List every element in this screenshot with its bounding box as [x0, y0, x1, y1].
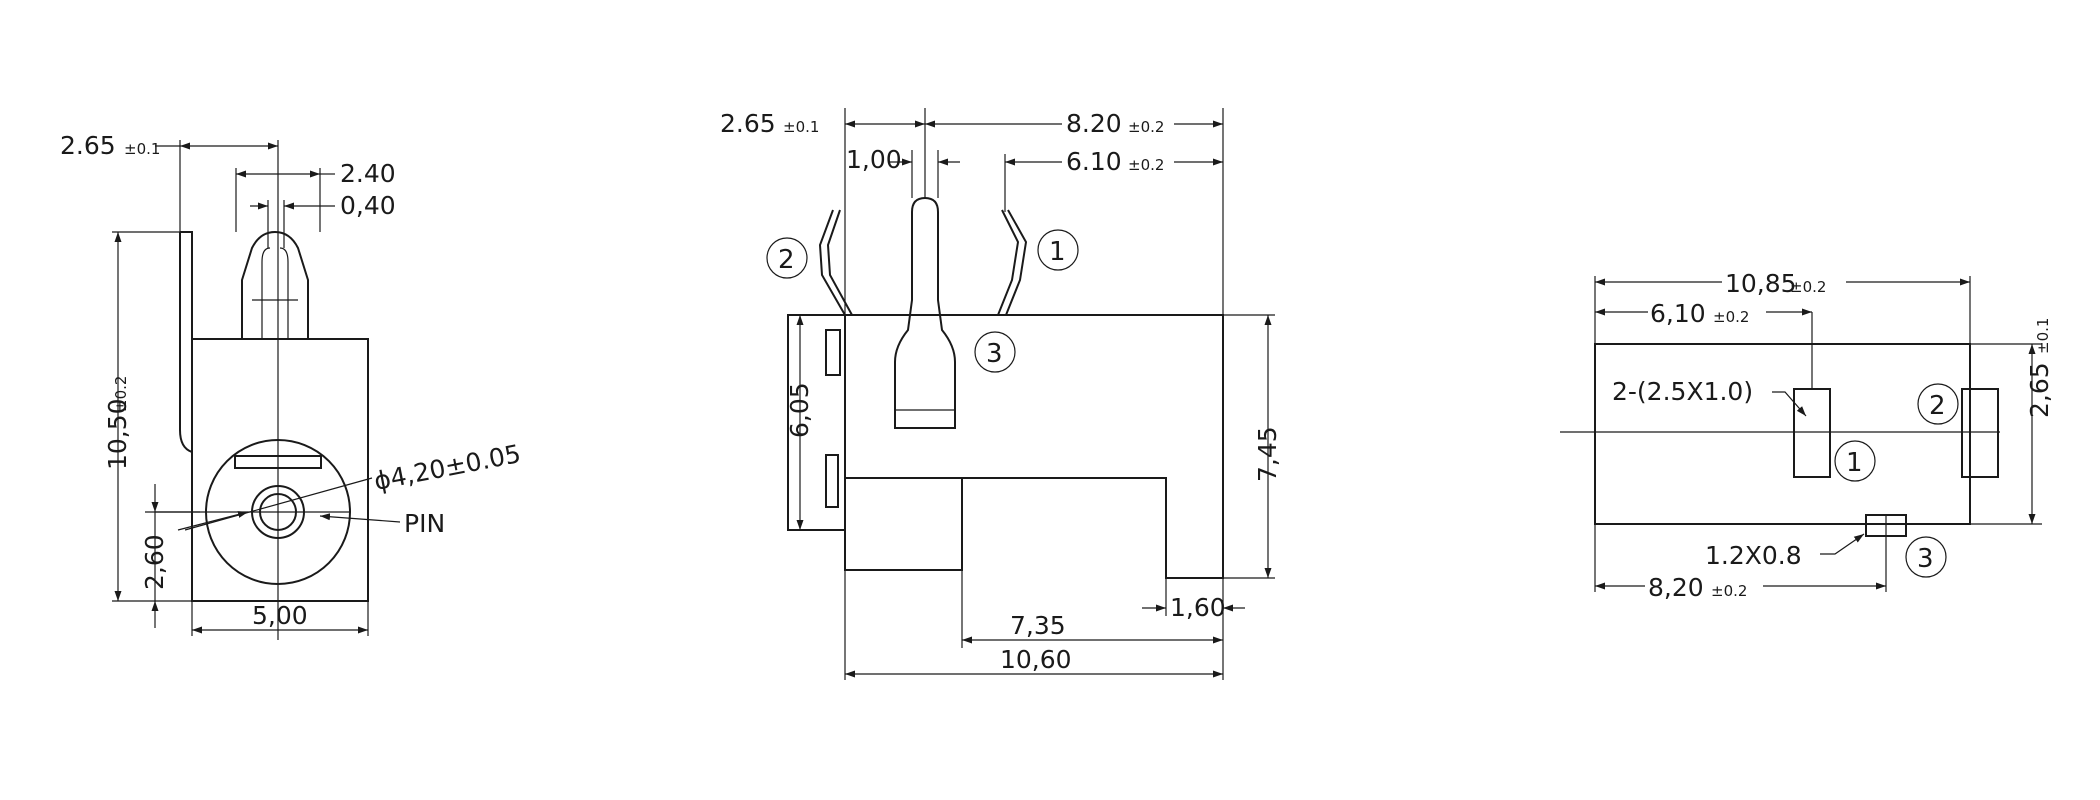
- side-pin-1-label: 1: [1049, 237, 1066, 267]
- front-view: 2.65 ±0.1 2.40 0,40 10,50 ±0.2 2,60 5,00: [60, 131, 523, 640]
- front-center-pin: [241, 230, 309, 339]
- dim-front-width: 5,00: [252, 601, 308, 630]
- tol-side-lead-spacing: ±0.2: [1128, 118, 1164, 136]
- bottom-pin-1-label: 1: [1846, 448, 1863, 478]
- side-pin-3-label: 3: [986, 339, 1003, 369]
- dim-side-total-length: 10,60: [1000, 645, 1072, 674]
- dim-bottom-slots: 2-(2.5X1.0): [1612, 377, 1753, 406]
- dim-bottom-width: 2,65: [2025, 362, 2054, 418]
- dim-bottom-pad1-pos: 6,10: [1650, 299, 1706, 328]
- tol-bottom-pad3-pos: ±0.2: [1711, 582, 1747, 600]
- side-lead-1: [997, 209, 1028, 316]
- front-body: [191, 338, 369, 602]
- tol-bottom-total-length: ±0.2: [1790, 278, 1826, 296]
- dim-side-lead1-offset: 6.10: [1066, 147, 1122, 176]
- dim-front-height: 10,50: [103, 398, 132, 470]
- dim-front-pin-slot: 0,40: [340, 191, 396, 220]
- dim-side-base-length: 7,35: [1010, 611, 1066, 640]
- dim-side-step: 1,60: [1170, 593, 1226, 622]
- bottom-slot-2: [1961, 388, 1999, 478]
- dim-side-lead2-offset: 2.65: [720, 109, 776, 138]
- dim-front-lead-offset: 2.65: [60, 131, 116, 160]
- side-view: 2.65 ±0.1 8.20 ±0.2 1,00 6.10 ±0.2 6,05 …: [720, 108, 1282, 680]
- front-side-lead: [179, 231, 193, 453]
- dim-bottom-small-slot: 1.2X0.8: [1705, 541, 1802, 570]
- bottom-slot-1: [1793, 388, 1831, 478]
- side-body: [844, 314, 1224, 579]
- tol-bottom-width: ±0.1: [2034, 318, 2052, 354]
- bottom-pin-2-label: 2: [1929, 391, 1946, 421]
- bottom-body: [1594, 343, 1971, 525]
- dim-side-lead-spacing: 8.20: [1066, 109, 1122, 138]
- bottom-view: 10,85 ±0.2 6,10 ±0.2 2-(2.5X1.0) 2,65 ±0…: [1560, 268, 2054, 602]
- side-pin-2-label: 2: [778, 245, 795, 275]
- bottom-pin-3-label: 3: [1917, 544, 1934, 574]
- tol-side-lead1-offset: ±0.2: [1128, 156, 1164, 174]
- dim-side-pin-thickness: 1,00: [846, 145, 902, 174]
- side-lead-2: [818, 209, 853, 316]
- dim-front-center-height: 2,60: [140, 534, 169, 590]
- dim-side-total-height: 7,45: [1253, 426, 1282, 482]
- tol-side-lead2-offset: ±0.1: [783, 118, 819, 136]
- label-front-pin: PIN: [404, 509, 445, 538]
- dim-bottom-total-length: 10,85: [1725, 269, 1797, 298]
- dim-bottom-pad3-pos: 8,20: [1648, 573, 1704, 602]
- tol-bottom-pad1-pos: ±0.2: [1713, 308, 1749, 326]
- tol-front-height: ±0.2: [112, 376, 130, 412]
- dim-front-pin-width: 2.40: [340, 159, 396, 188]
- tol-front-lead-offset: ±0.1: [124, 140, 160, 158]
- dim-side-front-height: 6,05: [785, 382, 814, 438]
- dim-front-bore: ϕ4,20±0.05: [372, 439, 524, 496]
